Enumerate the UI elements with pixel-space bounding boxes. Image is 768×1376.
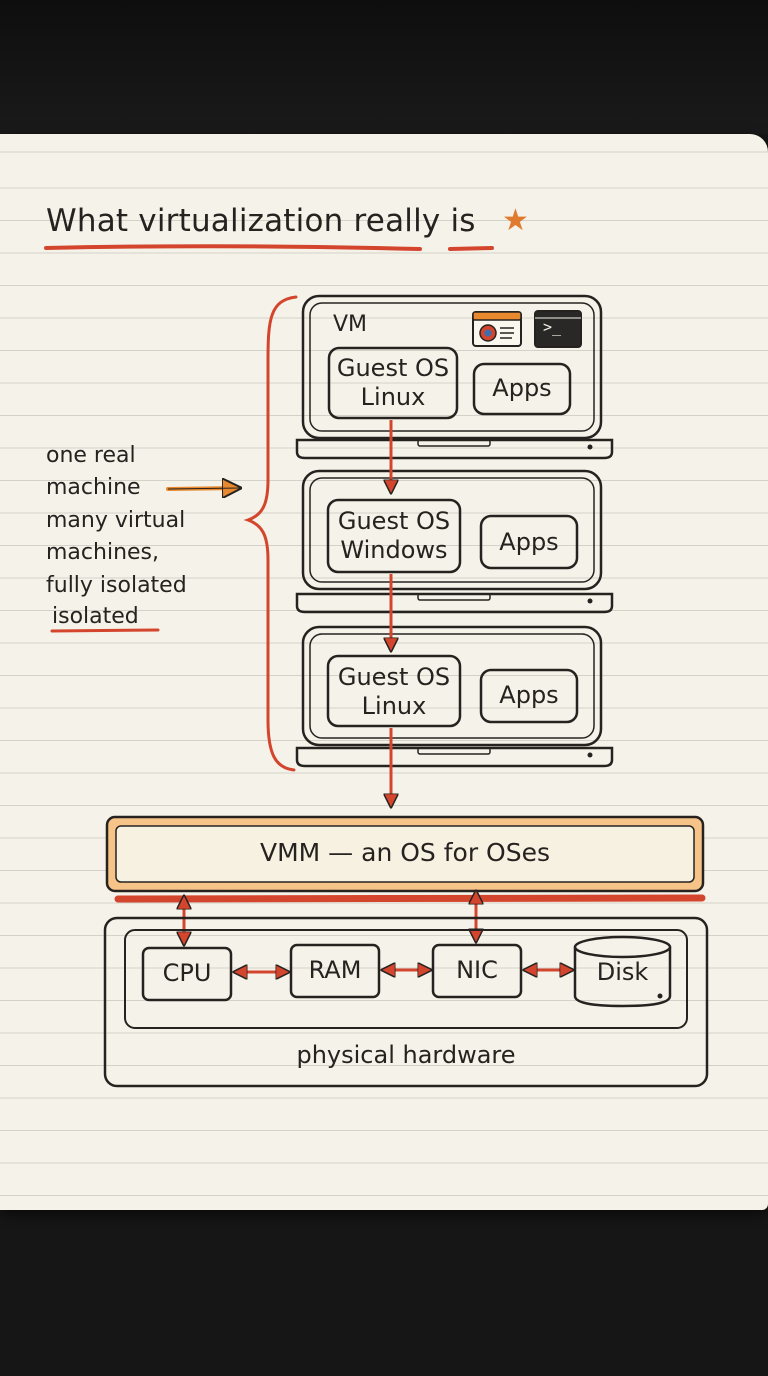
vm3-guest-os: Guest OS Linux xyxy=(328,663,460,721)
guest-os-label: Guest OS xyxy=(336,354,450,382)
desk-background xyxy=(0,0,768,134)
vm-label: VM xyxy=(333,312,368,337)
hardware-label: physical hardware xyxy=(296,1041,516,1069)
hw-disk: Disk xyxy=(596,958,649,986)
vm-laptop-1 xyxy=(295,294,614,460)
side-note-line-1: one real xyxy=(46,443,136,468)
vm2-guest-os: Guest OS Windows xyxy=(328,507,460,565)
guest-os-label: Guest OS xyxy=(337,663,451,691)
vmm-layer xyxy=(105,815,706,903)
guest-os-name: Linux xyxy=(360,383,426,411)
guest-os-label: Guest OS xyxy=(337,507,451,535)
browser-window-icon xyxy=(472,311,522,347)
guest-os-name: Linux xyxy=(361,692,427,720)
vmm-label: VMM — an OS for OSes xyxy=(259,838,550,867)
hw-cpu: CPU xyxy=(162,959,212,987)
notebook-page xyxy=(0,134,768,1210)
star-icon: ★ xyxy=(502,203,529,238)
hw-nic: NIC xyxy=(456,956,498,984)
vm-laptop-2 xyxy=(295,469,614,614)
vm-laptop-3 xyxy=(295,625,614,768)
vm-brace xyxy=(243,295,298,772)
vm2-apps: Apps xyxy=(499,528,559,556)
side-note-line-2: machine xyxy=(46,475,141,500)
side-note-line-3: many virtual xyxy=(46,508,186,533)
vm3-apps: Apps xyxy=(499,681,559,709)
terminal-prompt: >_ xyxy=(543,318,562,336)
hardware-frame xyxy=(103,916,709,1088)
terminal-icon xyxy=(534,310,582,348)
disk-cylinder-icon xyxy=(573,935,672,1008)
page-title: What virtualization really is xyxy=(46,203,476,239)
title-underline-2 xyxy=(448,246,494,251)
hw-ram: RAM xyxy=(308,956,362,984)
side-note-line-4: machines, xyxy=(46,540,159,565)
vm1-guest-os: Guest OS Linux xyxy=(329,354,457,412)
guest-os-name: Windows xyxy=(340,536,448,564)
side-note-line-5: fully isolated xyxy=(46,573,187,598)
vm1-apps: Apps xyxy=(492,374,552,402)
side-note-line-6: isolated xyxy=(52,604,139,629)
isolated-underline xyxy=(50,628,160,633)
title-underline xyxy=(44,244,422,251)
